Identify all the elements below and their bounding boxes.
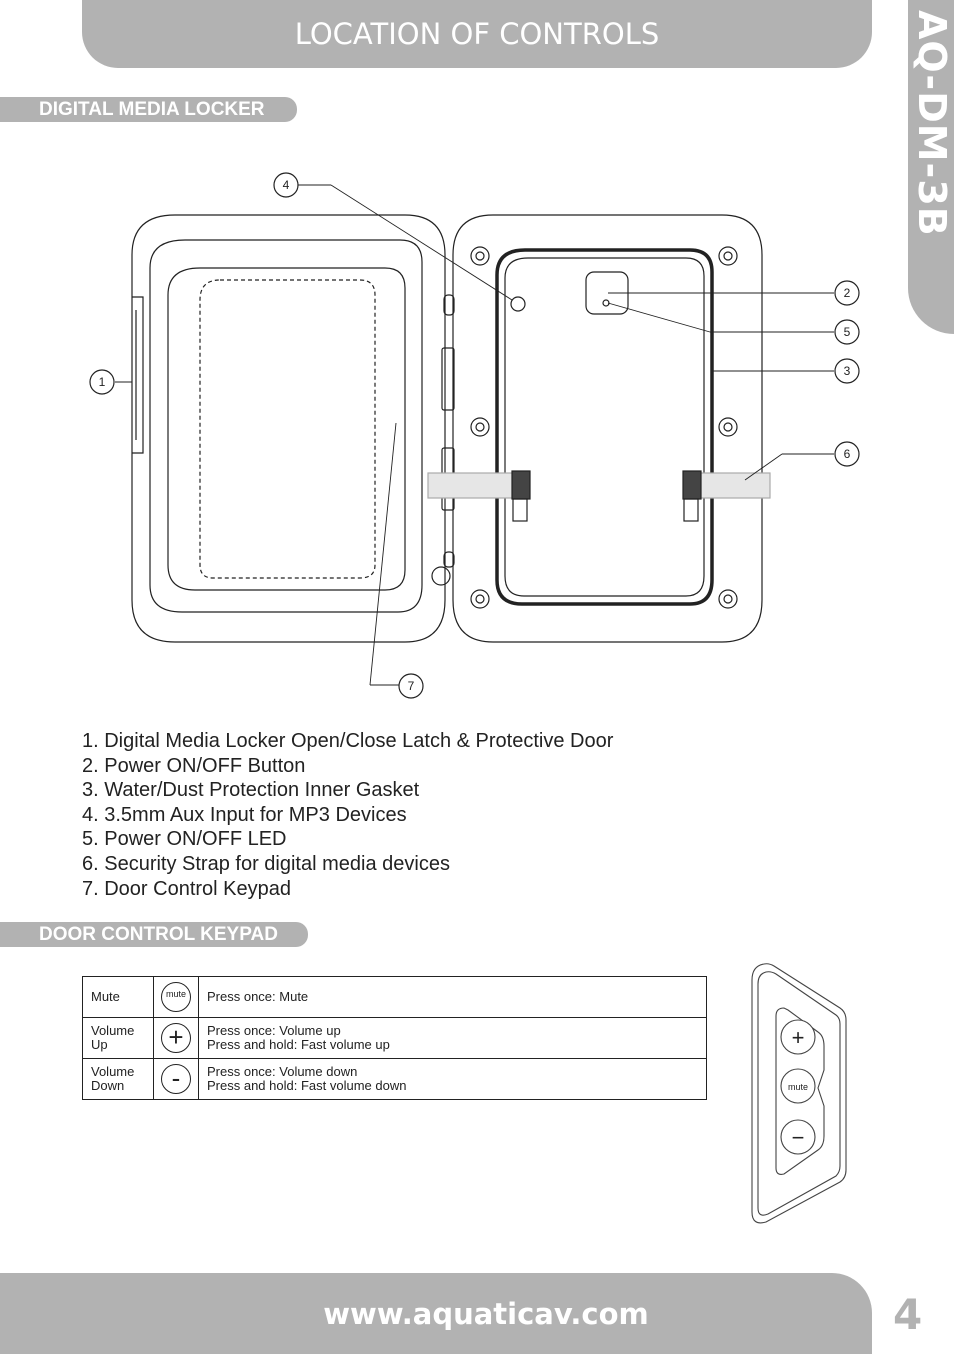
row-description: Press and hold: Fast volume down [207, 1078, 407, 1093]
callout-label: 6 [844, 447, 851, 461]
parts-list: 1. Digital Media Locker Open/Close Latch… [82, 729, 613, 901]
screws [470, 246, 738, 609]
row-label: Volume Down [82, 1058, 154, 1100]
row-label: Mute [82, 976, 154, 1018]
table-row: Volume Up + Press once: Volume up Press … [82, 1017, 707, 1059]
list-item: 1. Digital Media Locker Open/Close Latch… [82, 730, 614, 752]
keypad-function-table: Mute mute Press once: Mute Volume Up + P… [82, 976, 707, 1100]
aux-input [510, 296, 526, 312]
hinge [441, 347, 455, 411]
minus-icon: - [161, 1064, 191, 1094]
section-heading-door-control-keypad: DOOR CONTROL KEYPAD [0, 922, 308, 947]
keypad-drawing: + mute − [751, 963, 847, 1224]
callout-label: 7 [408, 679, 415, 693]
list-item: 4. 3.5mm Aux Input for MP3 Devices [82, 803, 407, 826]
table-row: Volume Down - Press once: Volume down Pr… [82, 1058, 707, 1100]
locker-diagram: 1 2 5 3 4 6 7 [89, 172, 860, 699]
inner-gasket [495, 248, 714, 606]
model-number: AQ-DM-3B [910, 10, 954, 237]
callout-label: 3 [844, 364, 851, 378]
page-title: LOCATION OF CONTROLS [294, 17, 660, 51]
callout-label: 1 [99, 375, 106, 389]
list-item: 6. Security Strap for digital media devi… [82, 852, 450, 875]
website-url: www.aquaticav.com [323, 1296, 649, 1331]
list-item: 5. Power ON/OFF LED [82, 828, 287, 851]
callout-label: 4 [283, 178, 290, 192]
model-side-tab: AQ-DM-3B [908, 0, 954, 334]
section-heading-digital-media-locker: DIGITAL MEDIA LOCKER [0, 97, 297, 122]
list-item: 3. Water/Dust Protection Inner Gasket [82, 779, 420, 802]
row-description: Press once: Mute [207, 989, 309, 1004]
footer-banner: www.aquaticav.com [0, 1273, 872, 1354]
callout-label: 5 [844, 325, 851, 339]
door-window [167, 267, 406, 591]
plus-icon: + [161, 1023, 191, 1053]
body-outline [452, 214, 763, 643]
minus-icon: − [792, 1125, 805, 1150]
mute-icon: mute [161, 982, 191, 1012]
list-item: 7. Door Control Keypad [82, 877, 292, 900]
row-label: Volume Up [82, 1017, 154, 1059]
page-number: 4 [893, 1290, 923, 1339]
door-inner-frame [149, 239, 423, 613]
row-description: Press once: Volume up [207, 1023, 341, 1038]
security-strap [427, 472, 517, 499]
plus-icon: + [792, 1025, 805, 1050]
latch [132, 296, 144, 454]
callout-label: 2 [844, 286, 851, 300]
list-item: 2. Power ON/OFF Button [82, 754, 306, 777]
header-banner: LOCATION OF CONTROLS [82, 0, 872, 68]
row-description: Press once: Volume down [207, 1064, 358, 1079]
mute-icon: mute [788, 1082, 808, 1092]
door-dashed-area [199, 279, 376, 579]
door-outline [131, 214, 446, 643]
row-description: Press and hold: Fast volume up [207, 1037, 390, 1052]
table-row: Mute mute Press once: Mute [82, 976, 707, 1018]
